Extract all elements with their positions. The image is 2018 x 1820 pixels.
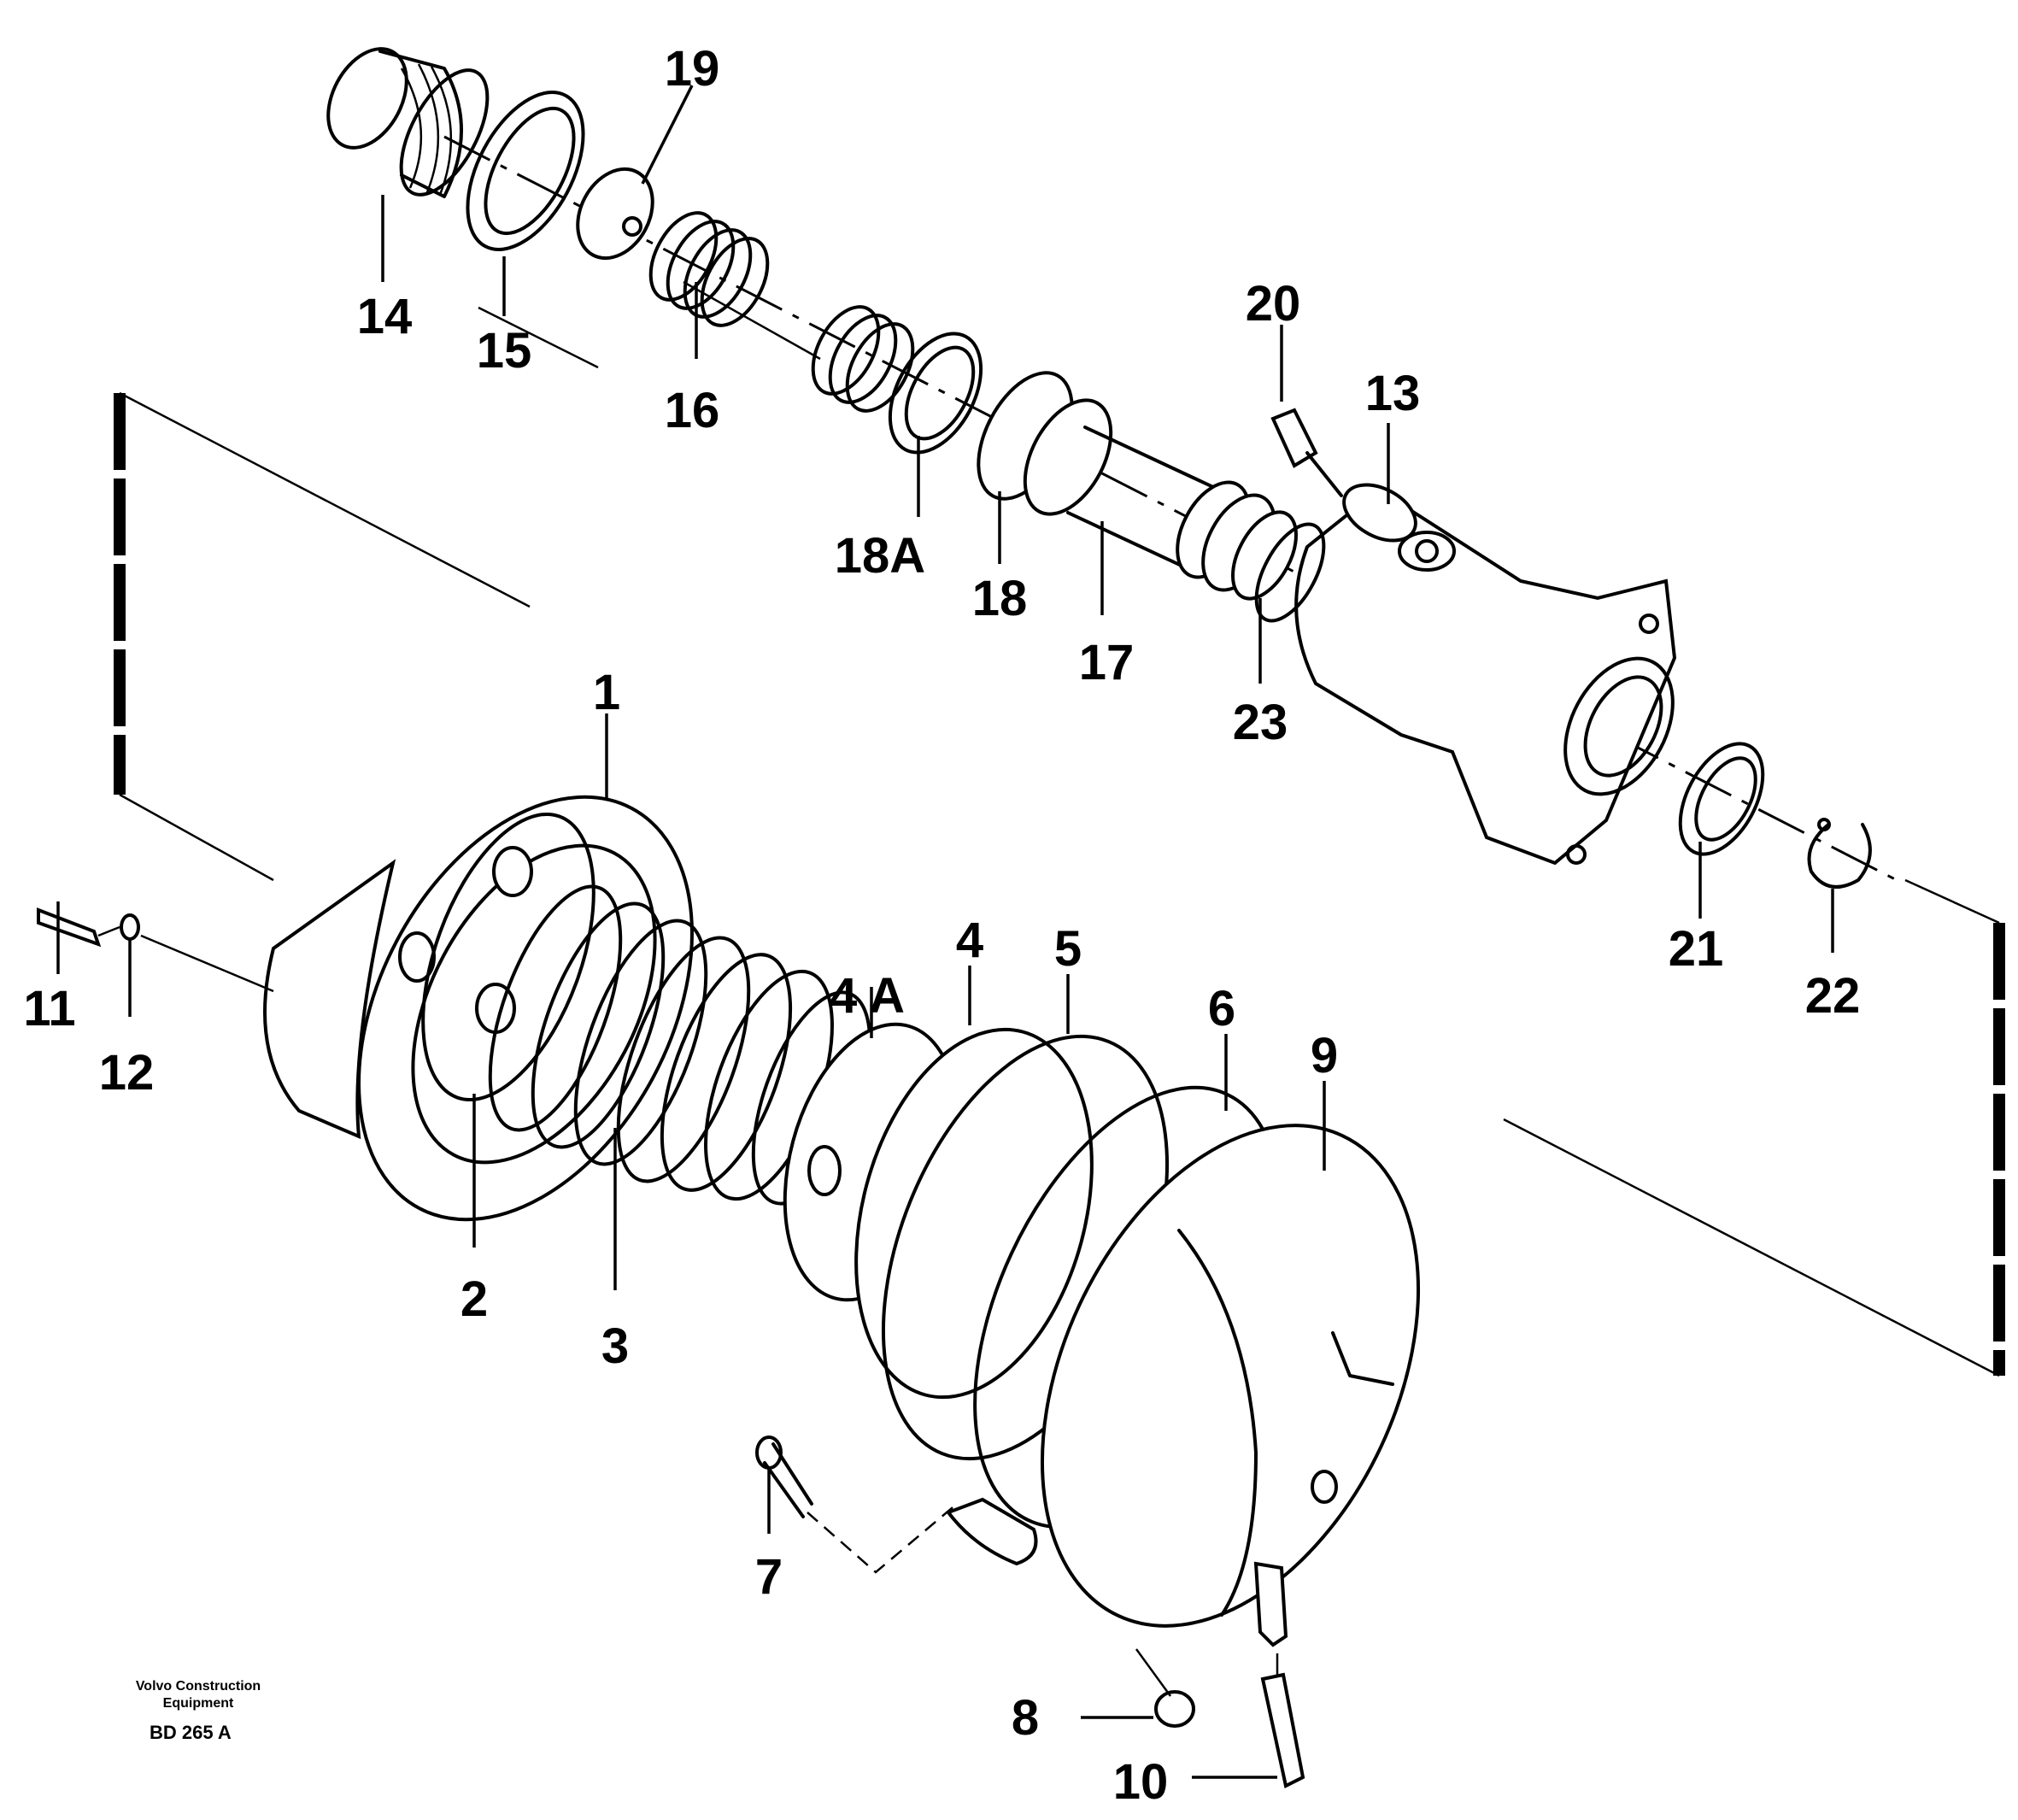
label-2: 2 <box>461 1271 488 1327</box>
part-9-cover <box>1041 1124 1420 1647</box>
label-1: 1 <box>593 665 620 720</box>
part-11-12-pin <box>37 907 274 993</box>
label-6: 6 <box>1208 981 1235 1036</box>
footer-drawing-code: BD 265 A <box>150 1722 232 1743</box>
part-1-housing <box>263 795 694 1222</box>
part-3-spring <box>488 884 872 1206</box>
part-4-piston <box>783 1022 1094 1400</box>
label-12: 12 <box>99 1045 155 1101</box>
label-4: 4 <box>956 913 983 968</box>
part-7-bolt <box>755 1435 958 1574</box>
part-16-spring <box>648 211 915 413</box>
part-20-bleed-nipple <box>1270 408 1343 497</box>
label-16: 16 <box>665 383 720 438</box>
label-10: 10 <box>1113 1754 1169 1810</box>
label-4a: 4 A <box>830 968 905 1024</box>
part-10-drain-boot <box>1260 1653 1305 1788</box>
part-8-nut <box>1135 1648 1195 1728</box>
part-18a-seal <box>888 332 983 455</box>
part-2-ring <box>421 813 595 1101</box>
label-21: 21 <box>1669 921 1724 977</box>
label-18a: 18A <box>835 528 925 584</box>
part-23-o-ring <box>1254 522 1326 623</box>
label-15: 15 <box>477 323 532 379</box>
assembly-frame <box>114 391 2005 1377</box>
label-14: 14 <box>357 289 413 344</box>
footer-company-line2: Equipment <box>163 1696 234 1711</box>
label-18: 18 <box>972 571 1028 626</box>
part-19-washer <box>576 167 654 261</box>
label-17: 17 <box>1079 635 1135 690</box>
part-15-ring <box>466 91 585 251</box>
part-21-seal <box>1678 742 1765 856</box>
footer-company-line1: Volvo Construction <box>136 1679 261 1694</box>
label-9: 9 <box>1311 1028 1338 1083</box>
label-13: 13 <box>1365 366 1421 421</box>
label-20: 20 <box>1246 276 1301 332</box>
part-22-circlip <box>1807 818 1872 889</box>
part-14-threaded-plug <box>326 47 490 198</box>
part-13-valve-housing <box>1294 483 1677 866</box>
leader-lines <box>56 85 1834 1779</box>
label-11: 11 <box>23 981 75 1036</box>
part-17-18-piston <box>977 371 1298 601</box>
label-5: 5 <box>1054 921 1082 977</box>
upper-assembly-axis <box>443 135 1898 882</box>
label-22: 22 <box>1805 968 1861 1024</box>
label-19: 19 <box>665 41 720 97</box>
label-7: 7 <box>755 1549 783 1605</box>
label-23: 23 <box>1233 695 1288 750</box>
label-3: 3 <box>601 1318 629 1374</box>
label-8: 8 <box>1012 1690 1039 1746</box>
